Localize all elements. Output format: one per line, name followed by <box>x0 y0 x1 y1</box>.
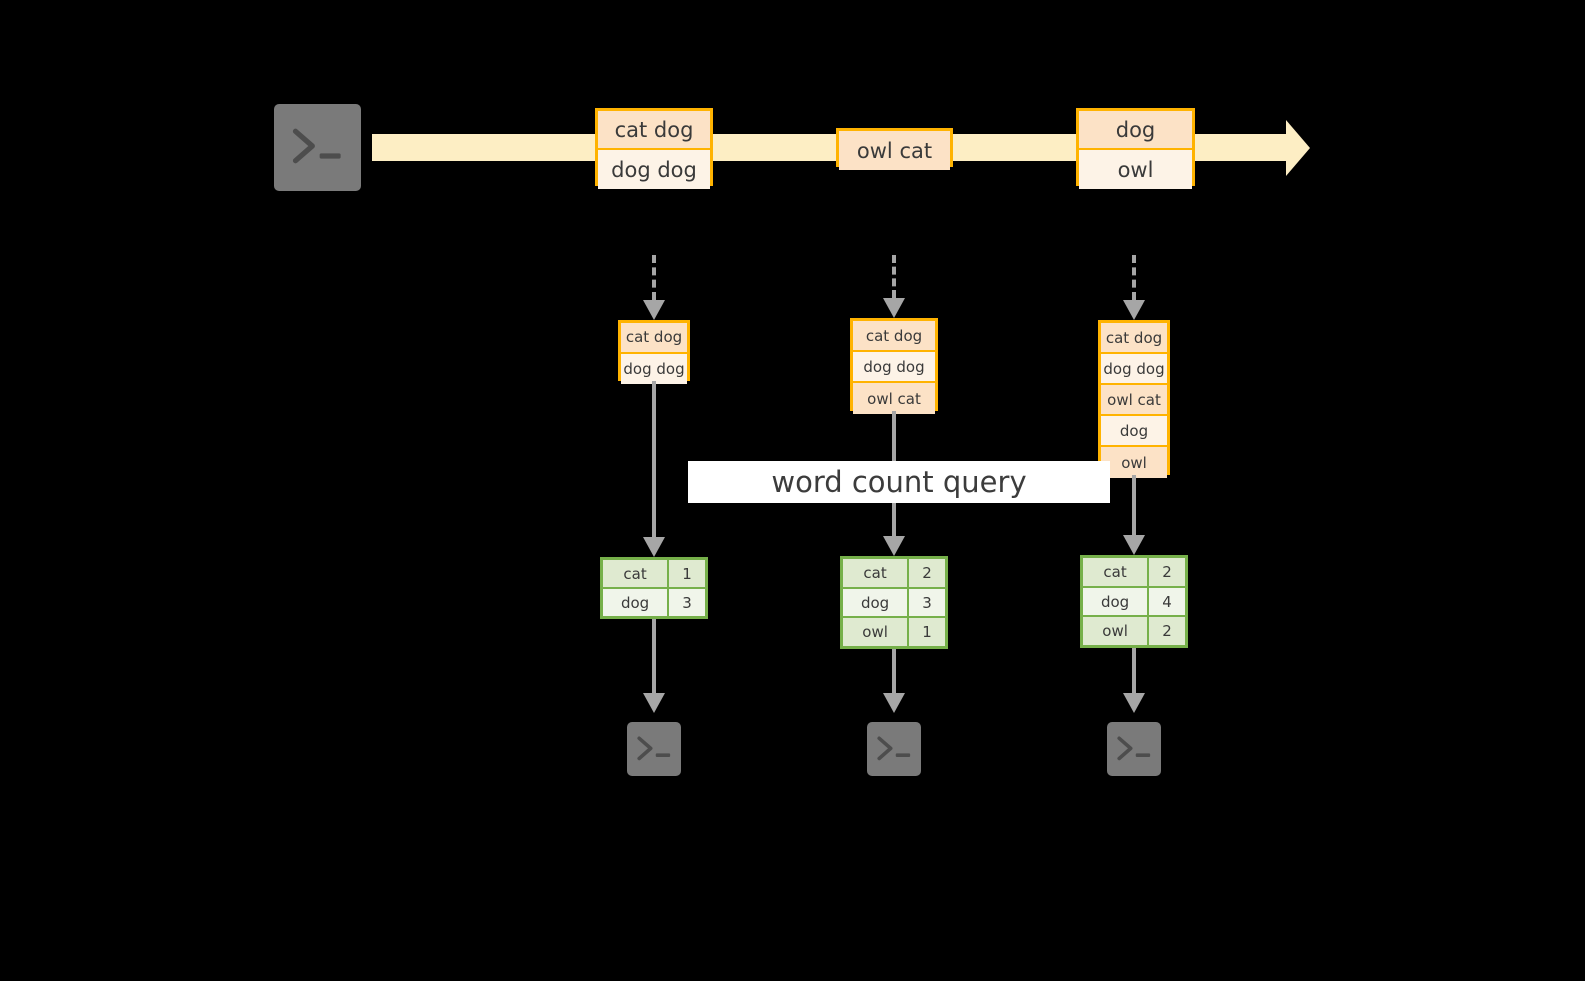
feed-connector <box>892 255 896 298</box>
feed-arrowhead <box>643 300 665 320</box>
feed-connector <box>652 255 656 300</box>
result-count: 2 <box>909 559 945 587</box>
stream-record: cat dog <box>598 111 710 150</box>
feed-arrowhead <box>883 298 905 318</box>
input-record: dog <box>1101 416 1167 447</box>
stream-record: owl cat <box>839 131 950 170</box>
result-word: dog <box>843 588 910 617</box>
result-word: cat <box>603 560 670 587</box>
terminal-prompt-icon <box>274 104 361 191</box>
query-arrowhead <box>883 536 905 556</box>
feed-connector <box>1132 255 1136 300</box>
stream-record: dog dog <box>598 150 710 189</box>
feed-arrowhead <box>1123 300 1145 320</box>
sink-terminal[interactable] <box>858 713 930 785</box>
result-word: dog <box>603 589 670 616</box>
query-arrowhead <box>643 537 665 557</box>
sink-terminal[interactable] <box>618 713 690 785</box>
result-word: cat <box>843 559 910 587</box>
result-count: 1 <box>669 560 705 587</box>
stream-record: dog <box>1079 111 1192 150</box>
input-record: dog dog <box>1101 354 1167 385</box>
result-word: dog <box>1083 587 1150 616</box>
sink-connector <box>1132 648 1136 693</box>
result-count: 2 <box>1149 558 1185 586</box>
sink-arrowhead <box>883 693 905 713</box>
result-count: 3 <box>669 589 705 616</box>
terminal-prompt-icon <box>1107 722 1161 776</box>
sink-connector <box>892 649 896 693</box>
input-record: dog dog <box>853 352 935 383</box>
sink-terminal[interactable] <box>1098 713 1170 785</box>
input-record: dog dog <box>621 353 687 384</box>
result-count: 3 <box>909 588 945 617</box>
result-count: 2 <box>1149 617 1185 646</box>
input-record: cat dog <box>621 323 687 354</box>
terminal-prompt-icon <box>867 722 921 776</box>
stream-record: owl <box>1079 150 1192 189</box>
result-count: 4 <box>1149 587 1185 616</box>
input-record: owl <box>1101 447 1167 478</box>
result-count: 1 <box>909 618 945 647</box>
input-record: owl cat <box>853 383 935 414</box>
query-connector <box>652 381 656 537</box>
query-label: word count query <box>688 461 1110 503</box>
sink-arrowhead <box>1123 693 1145 713</box>
result-word: owl <box>1083 617 1150 646</box>
query-arrowhead <box>1123 535 1145 555</box>
query-connector <box>1132 475 1136 535</box>
input-record: owl cat <box>1101 385 1167 416</box>
terminal-prompt-icon <box>627 722 681 776</box>
source-terminal[interactable] <box>265 95 370 200</box>
result-word: cat <box>1083 558 1150 586</box>
sink-connector <box>652 619 656 693</box>
input-record: cat dog <box>853 321 935 352</box>
stream-arrow-head <box>1286 120 1310 176</box>
result-word: owl <box>843 618 910 647</box>
stream-record-group: owl cat <box>836 128 953 170</box>
input-record: cat dog <box>1101 323 1167 354</box>
sink-arrowhead <box>643 693 665 713</box>
